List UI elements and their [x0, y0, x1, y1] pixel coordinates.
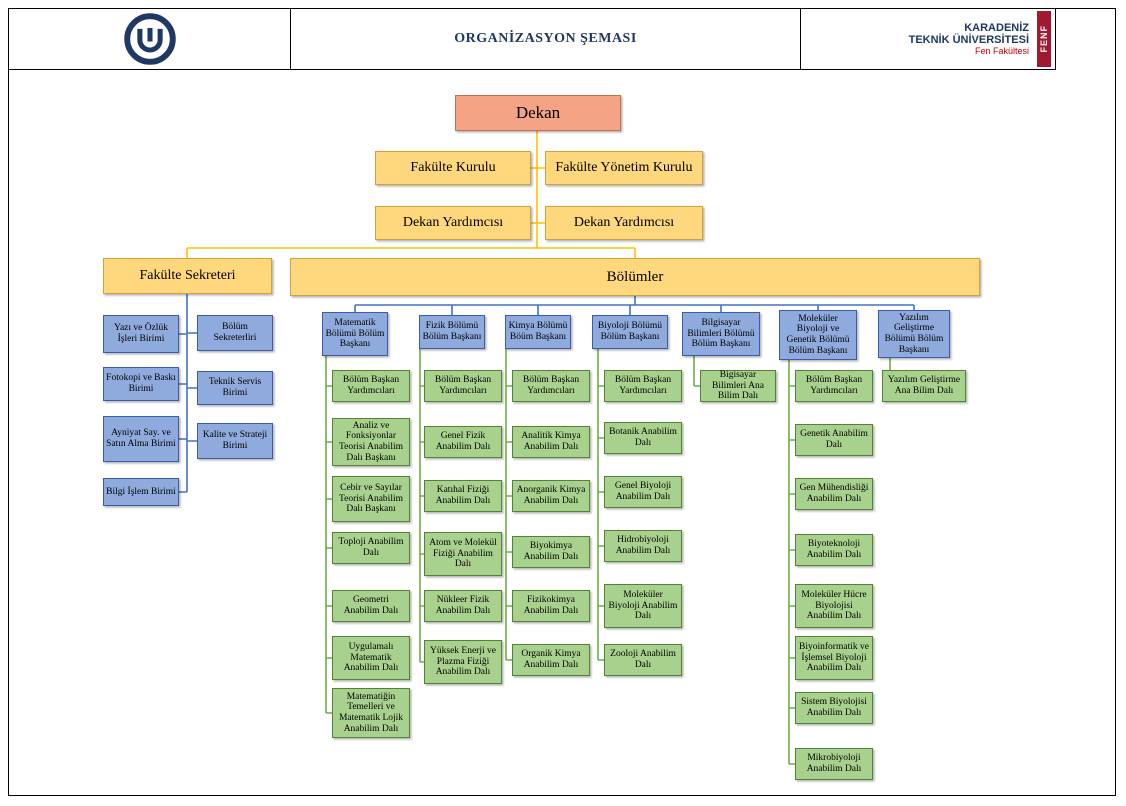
green-connectors: [325, 349, 891, 765]
org-box-unit: Zooloji Anabilim Dalı: [604, 644, 682, 676]
org-box-unit: Genel Biyoloji Anabilim Dalı: [604, 476, 682, 508]
org-box-unit: Bölüm Başkan Yardımcıları: [424, 370, 502, 402]
org-box-unit: Nükleer Fizik Anabilim Dalı: [424, 590, 502, 622]
org-box-unit: Uygulamalı Matematik Anabilim Dalı: [332, 636, 410, 680]
org-box-secretary-unit: Kalite ve Strateji Birimi: [197, 423, 273, 459]
org-box-unit: Cebir ve Sayılar Teorisi Anabilim Dalı B…: [332, 476, 410, 522]
org-box-dekan-yardimcisi-2: Dekan Yardımcısı: [545, 206, 703, 240]
org-box-unit: Biyokimya Anabilim Dalı: [512, 536, 590, 568]
org-box-unit: Yazılım Geliştirme Ana Bilim Dalı: [882, 370, 966, 402]
org-box-unit: Bigisayar Bilimleri Ana Bilim Dalı: [700, 370, 776, 402]
logo-cell: [9, 9, 291, 69]
blue-connectors: [179, 294, 915, 493]
org-box-unit: Atom ve Molekül Fiziği Anabilim Dalı: [424, 532, 502, 576]
org-box-secretary-unit: Bilgi İşlem Birimi: [103, 478, 179, 506]
org-box-unit: Yüksek Enerji ve Plazma Fiziği Anabilim …: [424, 640, 502, 684]
org-box-unit: Mikrobiyoloji Anabilim Dalı: [795, 748, 873, 780]
org-box-department-head: Matematik Bölümü Bölüm Başkanı: [322, 312, 388, 356]
org-box-unit: Analitik Kimya Anabilim Dalı: [512, 426, 590, 458]
org-box-department-head: Moleküler Biyoloji ve Genetik Bölümü Böl…: [779, 310, 857, 360]
org-box-dekan: Dekan: [455, 95, 621, 131]
org-box-secretary-unit: Bölüm Sekreterliri: [197, 315, 273, 351]
org-box-unit: Bölüm Başkan Yardımcıları: [512, 370, 590, 402]
faculty-code-label: FENF: [1039, 25, 1049, 53]
university-name-line1: KARADENİZ: [964, 21, 1029, 34]
faculty-name: Fen Fakültesi: [974, 46, 1029, 57]
org-box-department-head: Fizik Bölümü Bölüm Başkanı: [419, 315, 485, 349]
org-box-unit: Bölüm Başkan Yardımcıları: [604, 370, 682, 402]
org-box-unit: Moleküler Hücre Biyolojisi Anabilim Dalı: [795, 584, 873, 628]
org-box-secretary-unit: Teknik Servis Birimi: [197, 371, 273, 405]
university-brand: KARADENİZ TEKNİK ÜNİVERSİTESİ Fen Fakült…: [909, 22, 1029, 57]
org-box-secretary-unit: Ayniyat Say. ve Satın Alma Birimi: [103, 416, 179, 462]
org-box-unit: Genel Fizik Anabilim Dalı: [424, 426, 502, 458]
title-cell: ORGANİZASYON ŞEMASI: [291, 9, 801, 69]
org-box-unit: Geometri Anabilim Dalı: [332, 590, 410, 622]
org-box-department-head: Kimya Bölümü Böüm Başkanı: [505, 315, 571, 349]
ktu-logo-icon: [123, 13, 176, 65]
org-box-unit: Biyoinformatik ve İşlemsel Biyoloji Anab…: [795, 636, 873, 680]
org-box-fakulte-kurulu: Fakülte Kurulu: [375, 151, 531, 185]
org-box-department-head: Biyoloji Bölümü Bölüm Başkanı: [592, 315, 668, 349]
org-box-unit: Hidrobiyoloji Anabilim Dalı: [604, 530, 682, 562]
org-box-unit: Biyoteknoloji Anabilim Dalı: [795, 534, 873, 566]
org-box-unit: Matematiğin Temelleri ve Matematik Lojik…: [332, 688, 410, 738]
brand-cell: KARADENİZ TEKNİK ÜNİVERSİTESİ Fen Fakült…: [801, 9, 1055, 69]
header: ORGANİZASYON ŞEMASI KARADENİZ TEKNİK ÜNİ…: [8, 8, 1056, 70]
org-box-unit: Gen Mühendisliği Anabilim Dalı: [795, 478, 873, 510]
org-box-bolumler: Bölümler: [290, 258, 980, 296]
org-box-fakulte-yonetim-kurulu: Fakülte Yönetim Kurulu: [545, 151, 703, 185]
org-box-fakulte-sekreteri: Fakülte Sekreteri: [103, 258, 272, 294]
org-box-unit: Anorganik Kimya Anabilim Dalı: [512, 480, 590, 512]
org-box-unit: Analiz ve Fonksiyonlar Teorisi Anabilim …: [332, 418, 410, 466]
org-box-unit: Fizikokimya Anabilim Dalı: [512, 590, 590, 622]
org-box-unit: Toploji Anabilim Dalı: [332, 532, 410, 564]
org-box-unit: Genetik Anabilim Dalı: [795, 424, 873, 456]
org-box-secretary-unit: Yazı ve Özlük İşleri Birimi: [103, 315, 179, 353]
org-box-unit: Moleküler Biyoloji Anabilim Dalı: [604, 584, 682, 628]
org-box-unit: Katıhal Fiziği Anabilim Dalı: [424, 480, 502, 512]
org-box-unit: Botanik Anabilim Dalı: [604, 422, 682, 454]
yellow-connectors: [186, 131, 636, 258]
org-box-unit: Organik Kimya Anabilim Dalı: [512, 644, 590, 676]
org-box-dekan-yardimcisi-1: Dekan Yardımcısı: [375, 206, 531, 240]
org-box-department-head: Bilgisayar Bilimleri Bölümü Bölüm Başkan…: [682, 312, 760, 356]
faculty-code-badge: FENF: [1037, 11, 1051, 67]
page-title: ORGANİZASYON ŞEMASI: [454, 31, 637, 46]
org-box-unit: Bölüm Başkan Yardımcıları: [795, 370, 873, 402]
org-box-department-head: Yazılım Geliştirme Bölümü Bölüm Başkanı: [878, 310, 950, 358]
org-box-secretary-unit: Fotokopi ve Baskı Birimi: [103, 367, 179, 401]
org-box-unit: Bölüm Başkan Yardımcıları: [332, 370, 410, 402]
org-box-unit: Sistem Biyolojisi Anabilim Dalı: [795, 692, 873, 724]
university-name-line2: TEKNİK ÜNİVERSİTESİ: [908, 33, 1029, 46]
